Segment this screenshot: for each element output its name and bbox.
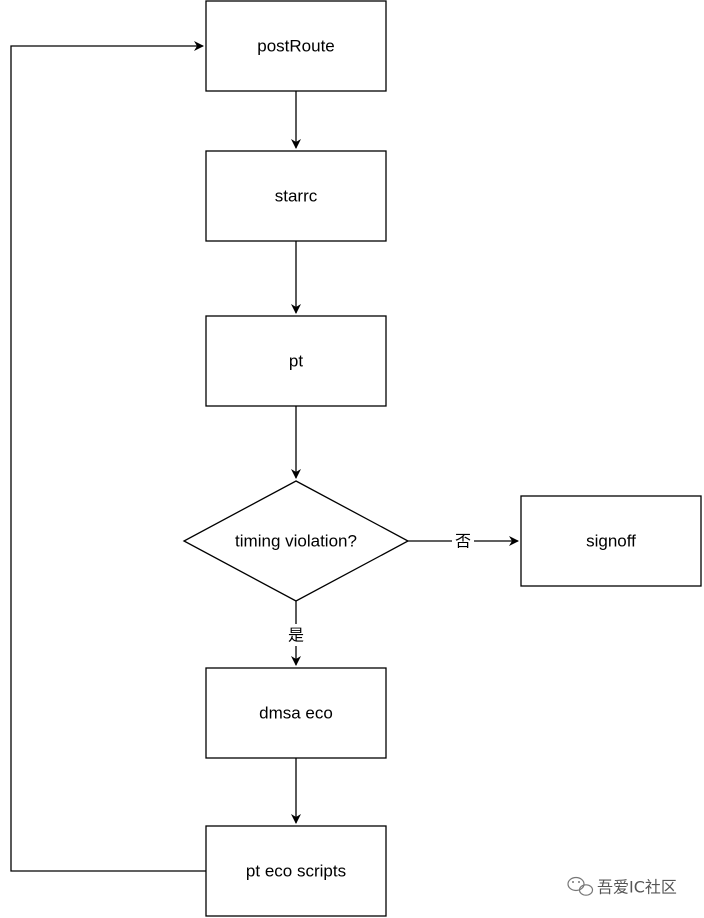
edge-label-yes-bg (285, 624, 307, 646)
node-signoff-label: signoff (586, 532, 636, 551)
node-starrc: starrc (205, 150, 387, 242)
watermark-text: 吾爱IC社区 (597, 878, 677, 897)
node-pt: pt (205, 315, 387, 407)
watermark: 吾爱IC社区 (567, 876, 677, 897)
node-timing-check: timing violation? (182, 480, 410, 602)
node-dmsa-eco-label: dmsa eco (259, 704, 333, 723)
node-postroute: postRoute (205, 0, 387, 92)
node-pt-label: pt (289, 352, 303, 371)
edge-label-no-bg (452, 530, 474, 552)
node-timing-check-label: timing violation? (235, 532, 357, 551)
node-signoff: signoff (520, 495, 702, 587)
wechat-icon (567, 876, 594, 896)
node-pt-eco-scripts-label: pt eco scripts (246, 862, 346, 881)
node-dmsa-eco: dmsa eco (205, 667, 387, 759)
node-postroute-label: postRoute (257, 37, 335, 56)
node-pt-eco-scripts: pt eco scripts (205, 825, 387, 917)
edge-label-yes: 是 (288, 626, 304, 645)
node-starrc-label: starrc (275, 187, 318, 206)
edge-label-no: 否 (455, 532, 471, 551)
edge-loop-back-to-postroute (10, 41, 206, 872)
